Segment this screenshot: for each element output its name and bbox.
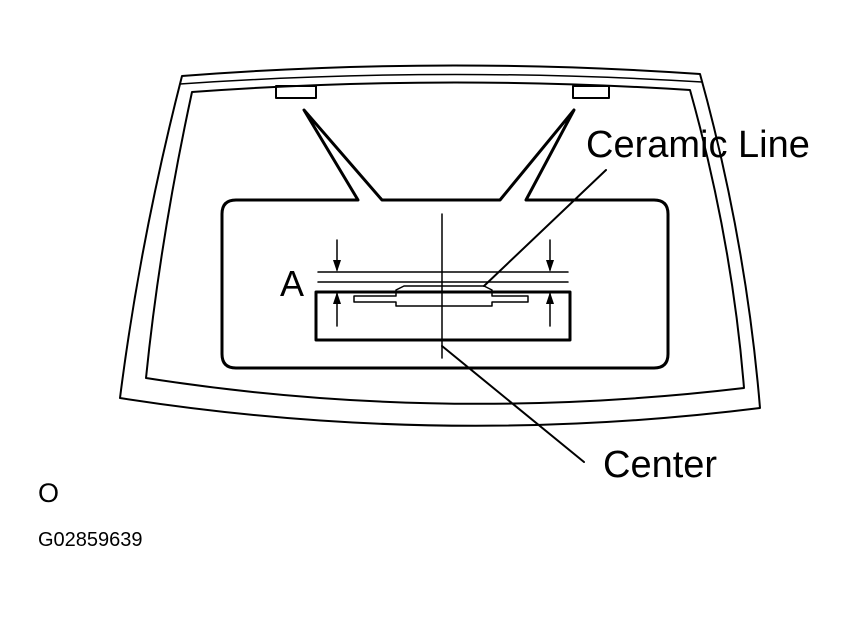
mounting-plate [353,285,529,307]
leader-right-b [525,109,575,201]
arrow-left-up [333,292,341,304]
dimension-a-label: A [280,263,305,304]
view-code-label: O [38,478,60,508]
ceramic-line-label: Ceramic Line [586,124,810,166]
bracket-right [572,85,610,99]
arrow-right-down [546,260,554,272]
windshield-outer-outline [119,64,761,427]
center-label: Center [603,444,718,486]
ceramic-line-leader [483,169,607,287]
leader-left-b [303,109,383,201]
windshield-inner-outline [145,81,745,405]
leader-left-a [303,109,359,201]
figure-id-label: G02859639 [38,529,143,551]
arrow-left-down [333,260,341,272]
leader-right-a [499,109,575,201]
center-leader [441,345,585,463]
arrow-right-up [546,292,554,304]
windshield-edge-line [179,73,703,85]
bracket-left [275,85,317,99]
